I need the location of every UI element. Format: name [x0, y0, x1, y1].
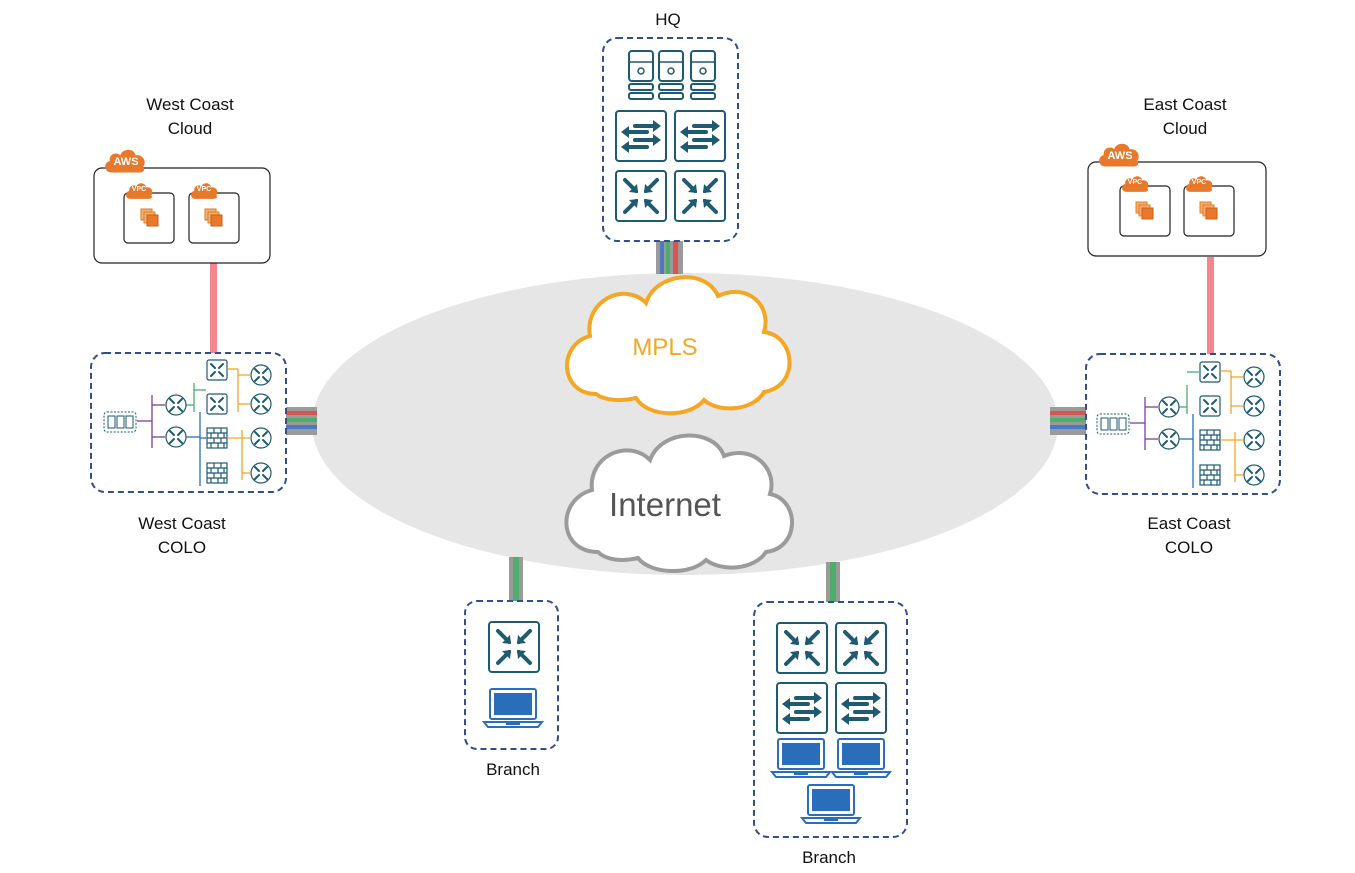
- router-icon: [206, 359, 228, 381]
- network-ellipse: [312, 273, 1058, 575]
- router-icon: [1199, 361, 1221, 383]
- laptop-icon: [801, 784, 861, 824]
- firewall-icon: [1199, 464, 1221, 486]
- laptop-icon: [771, 738, 831, 778]
- router-icon: [1243, 395, 1265, 417]
- instance-icon: [1199, 201, 1218, 220]
- router-icon: [250, 364, 272, 386]
- branch-left-site: [464, 600, 559, 750]
- branch-left-uplink: [509, 557, 523, 601]
- switch-icon: [674, 110, 726, 162]
- router-icon: [165, 426, 187, 448]
- east-cloud-link: [1207, 257, 1214, 355]
- east-colo-site: [1085, 353, 1281, 495]
- instance-icon: [140, 208, 159, 227]
- router-icon: [250, 462, 272, 484]
- west-colo-label-line2: COLO: [157, 538, 207, 557]
- hq-label-text: HQ: [655, 10, 681, 29]
- west-cloud-label-line2: Cloud: [167, 119, 213, 138]
- branch-right-site: [753, 601, 908, 838]
- internet-cloud-icon: [564, 433, 794, 573]
- west-cloud-link: [210, 263, 217, 355]
- router-icon: [250, 427, 272, 449]
- west-colo-label-line1: West Coast: [138, 514, 226, 533]
- router-icon: [1243, 366, 1265, 388]
- east-cloud-label: East Coast Cloud: [1115, 93, 1255, 141]
- switch-icon: [835, 682, 887, 734]
- west-cloud-label: West Coast Cloud: [120, 93, 260, 141]
- west-colo-uplink: [285, 407, 317, 435]
- router-icon: [1243, 464, 1265, 486]
- west-colo-label: West Coast COLO: [112, 512, 252, 560]
- server-rack-icon: [1096, 413, 1130, 435]
- east-colo-label-line2: COLO: [1164, 538, 1214, 557]
- router-icon: [1158, 428, 1180, 450]
- router-icon: [674, 170, 726, 222]
- router-icon: [1199, 395, 1221, 417]
- branch-left-label: Branch: [463, 758, 563, 782]
- router-icon: [165, 394, 187, 416]
- switch-icon: [615, 110, 667, 162]
- east-colo-label-line1: East Coast: [1147, 514, 1231, 533]
- mpls-label: MPLS: [632, 334, 698, 361]
- west-cloud-label-line1: West Coast: [146, 95, 234, 114]
- branch-right-uplink: [826, 562, 840, 602]
- vpc-badge: VPC: [131, 186, 147, 193]
- firewall-icon: [1199, 429, 1221, 451]
- east-cloud-label-line2: Cloud: [1162, 119, 1208, 138]
- hq-label: HQ: [628, 8, 708, 32]
- laptop-icon: [831, 738, 891, 778]
- hq-site: [602, 37, 739, 242]
- aws-badge-west: AWS: [113, 156, 139, 168]
- router-icon: [250, 393, 272, 415]
- east-colo-label: East Coast COLO: [1119, 512, 1259, 560]
- router-icon: [776, 622, 828, 674]
- east-colo-uplink: [1050, 407, 1086, 435]
- router-icon: [615, 170, 667, 222]
- west-colo-site: [90, 352, 287, 493]
- east-cloud-label-line1: East Coast: [1143, 95, 1227, 114]
- router-icon: [835, 622, 887, 674]
- internet-label: Internet: [609, 486, 721, 523]
- firewall-icon: [206, 462, 228, 484]
- instance-icon: [1135, 201, 1154, 220]
- instance-icon: [204, 208, 223, 227]
- mpls-cloud-icon: [565, 275, 792, 416]
- router-icon: [1158, 396, 1180, 418]
- router-icon: [1243, 429, 1265, 451]
- vpc-badge: VPC: [1191, 179, 1207, 186]
- branch-right-label-text: Branch: [802, 848, 856, 867]
- branch-right-label: Branch: [779, 846, 879, 870]
- router-icon: [488, 621, 540, 673]
- switch-icon: [776, 682, 828, 734]
- branch-left-label-text: Branch: [486, 760, 540, 779]
- east-cloud-site: [1087, 143, 1267, 257]
- aws-badge-east: AWS: [1107, 150, 1133, 162]
- west-cloud-site: [93, 149, 271, 264]
- firewall-icon: [206, 427, 228, 449]
- vpc-badge: VPC: [1127, 179, 1143, 186]
- vpc-badge: VPC: [196, 186, 212, 193]
- server-rack-icon: [103, 411, 137, 433]
- router-icon: [206, 393, 228, 415]
- laptop-icon: [483, 688, 543, 728]
- hq-uplink: [656, 241, 683, 274]
